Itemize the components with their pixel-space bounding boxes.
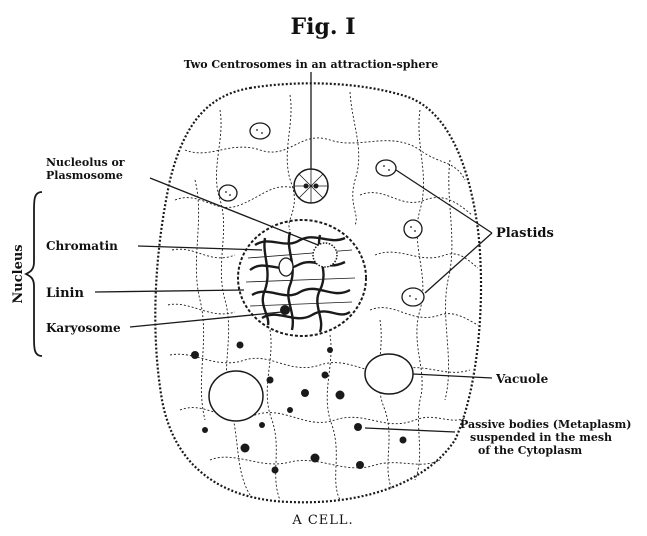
label-passive-3: of the Cytoplasm	[478, 444, 583, 457]
chromatin-network	[250, 232, 350, 332]
label-nucleolus-2: Plasmosome	[46, 169, 123, 182]
label-nucleus: Nucleus	[11, 244, 26, 303]
figure-caption: A CELL.	[291, 513, 353, 528]
attraction-sphere	[294, 169, 328, 203]
centrosome-right	[314, 184, 319, 189]
vacuole-left	[209, 371, 263, 421]
leader-lines	[95, 72, 492, 432]
nucleolus	[313, 243, 337, 267]
figure-title: Fig. I	[291, 14, 356, 40]
label-centrosomes: Two Centrosomes in an attraction-sphere	[184, 58, 438, 71]
label-plastids: Plastids	[496, 226, 554, 241]
nucleus	[238, 220, 366, 336]
nucleus-brace	[26, 192, 42, 356]
plastids	[219, 123, 424, 306]
plastid-stipple	[225, 129, 417, 300]
label-passive-2: suspended in the mesh	[470, 431, 612, 444]
vacuoles	[209, 354, 413, 421]
label-nucleolus-1: Nucleolus or	[46, 156, 125, 169]
cytoplasm-mesh	[168, 92, 478, 500]
label-karyosome: Karyosome	[46, 321, 121, 335]
karyosome	[280, 305, 290, 315]
label-vacuole: Vacuole	[495, 372, 549, 386]
centrosome-left	[304, 184, 309, 189]
vacuole-right	[365, 354, 413, 394]
label-chromatin: Chromatin	[46, 239, 118, 253]
label-linin: Linin	[46, 286, 84, 301]
label-passive-1: Passive bodies (Metaplasm)	[460, 418, 631, 431]
